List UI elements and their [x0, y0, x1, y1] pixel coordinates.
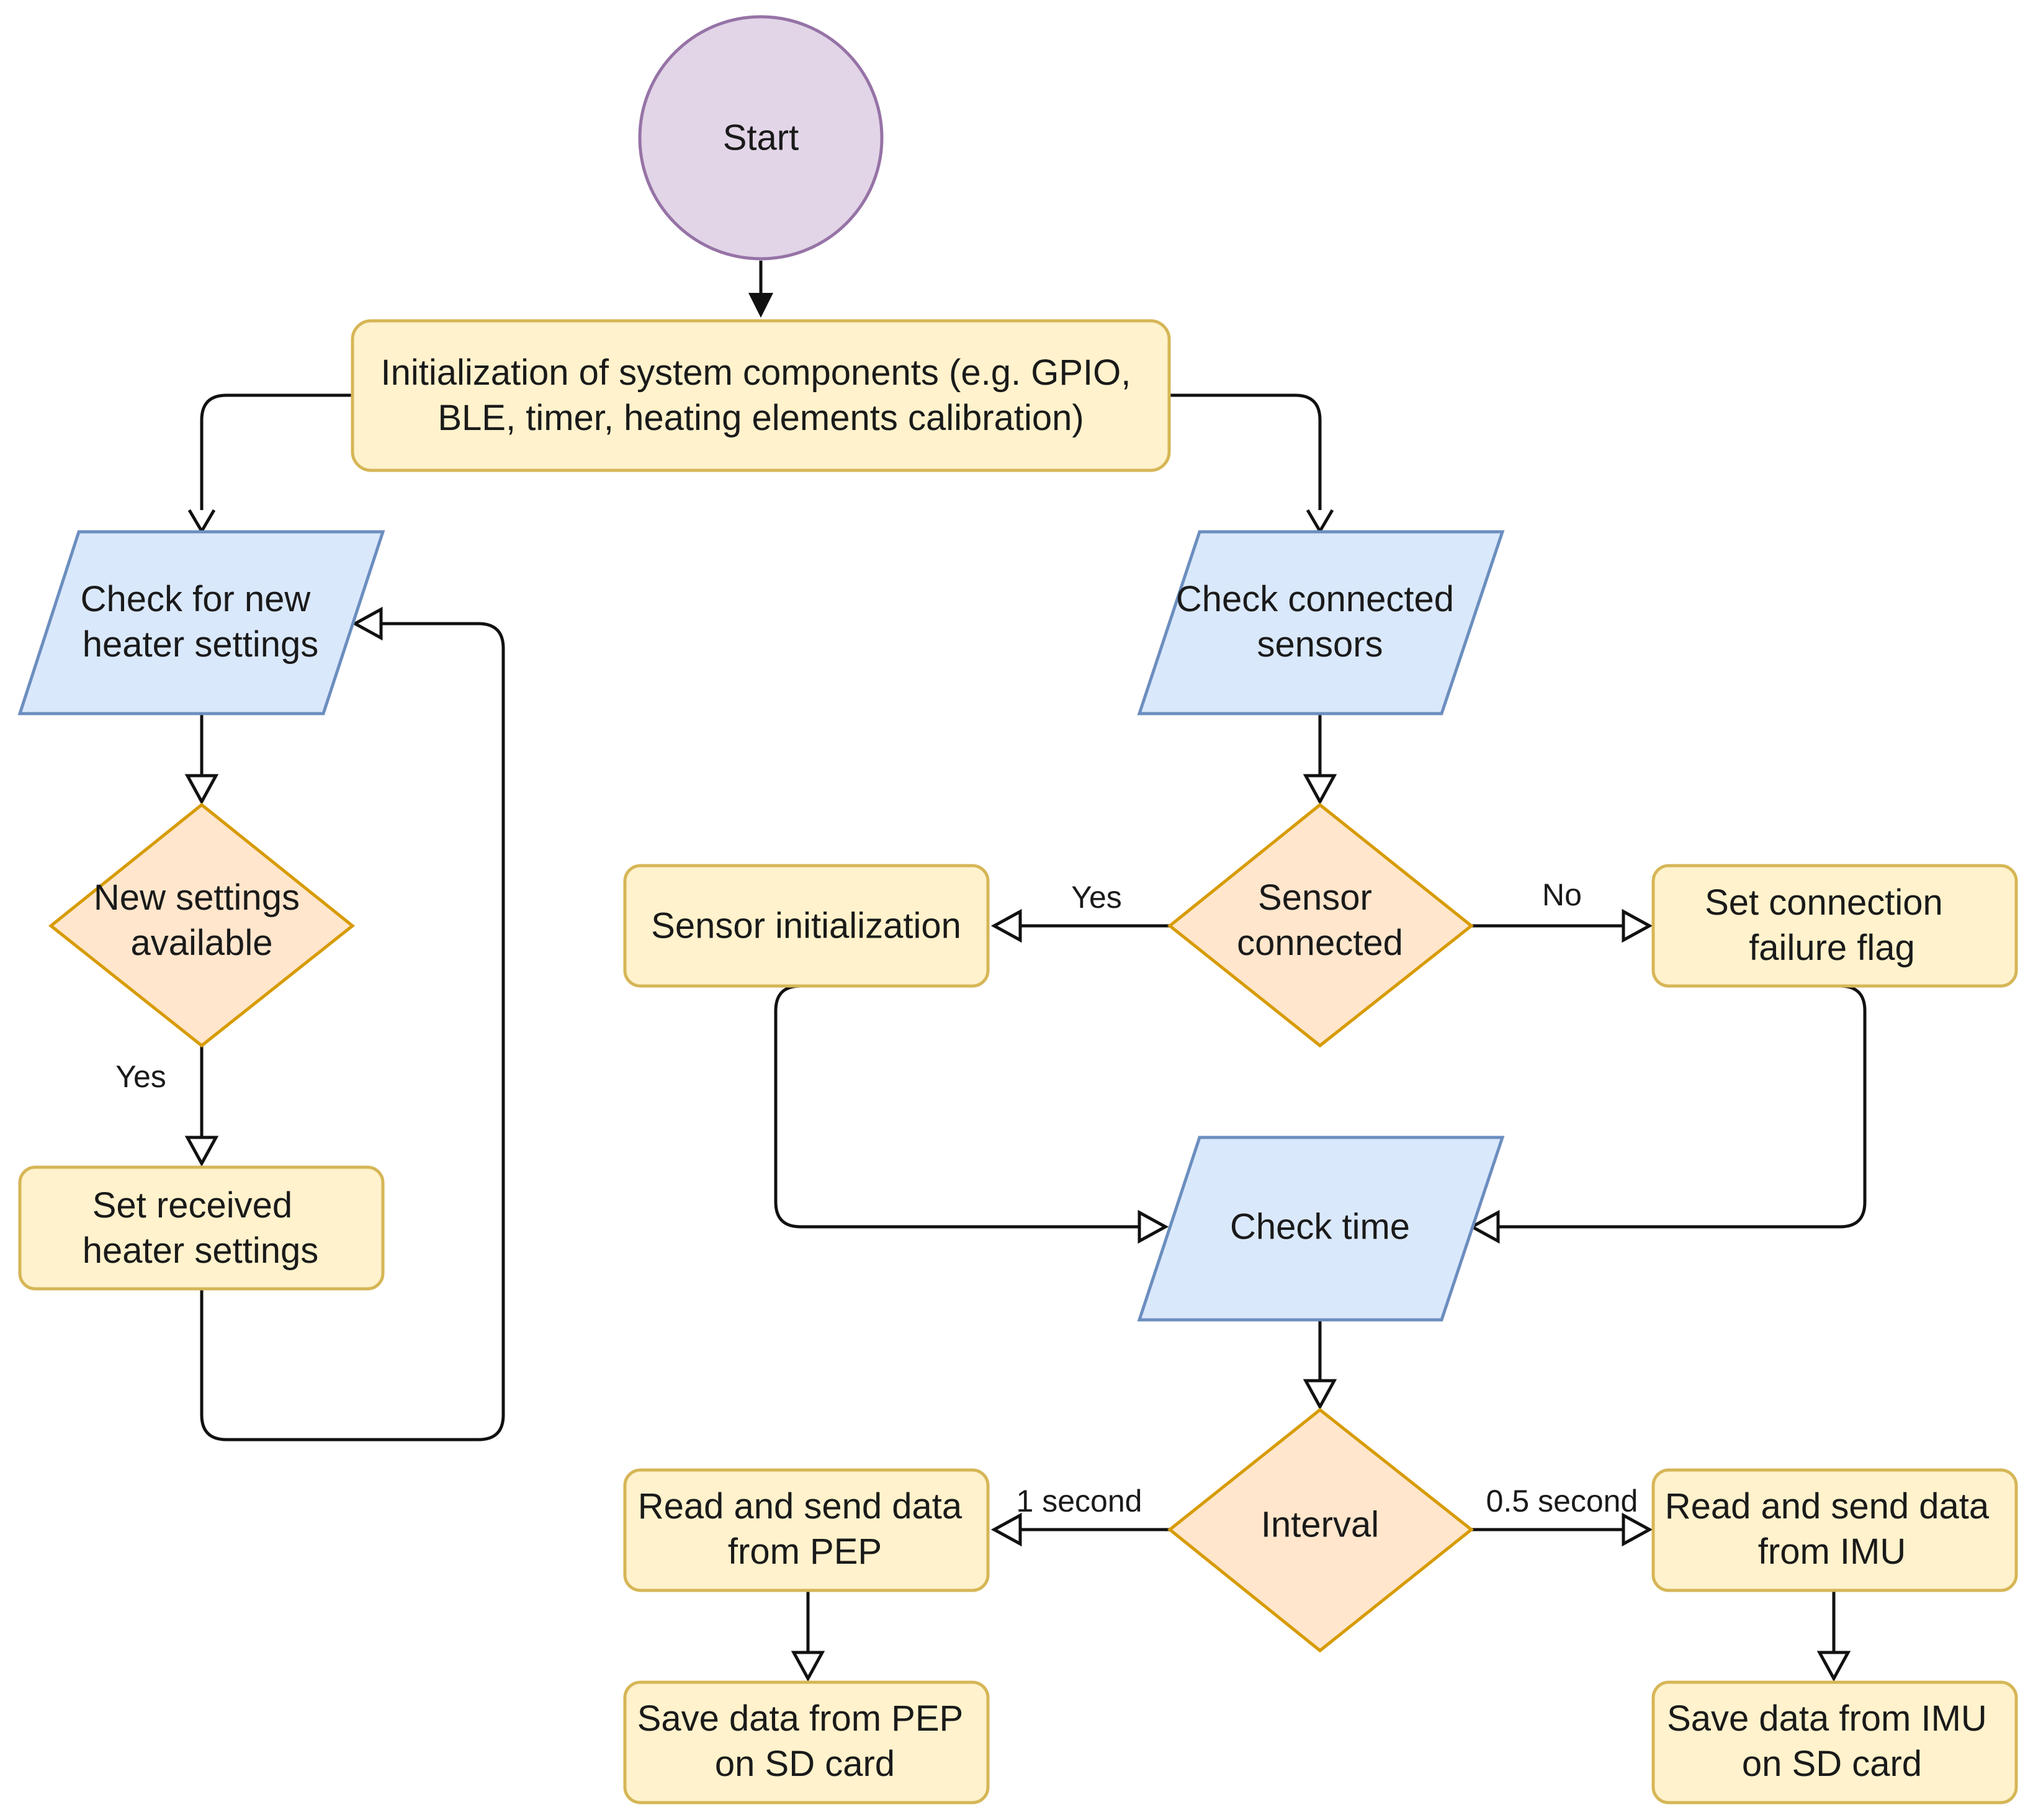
sensor-connected-line1: Sensor [1258, 877, 1372, 918]
edge-label-sensor-yes: Yes [1071, 880, 1122, 915]
arrowhead-check-sensors [1306, 509, 1334, 534]
init-node: Initialization of system components (e.g… [351, 319, 1171, 472]
check-heater-line1: Check for new [81, 579, 312, 619]
check-time-label: Check time [1230, 1207, 1410, 1247]
check-heater-node: Check for new heater settings [17, 530, 385, 715]
check-sensors-line1: Check connected [1176, 579, 1454, 619]
arrowhead-save-imu [1816, 1651, 1851, 1682]
edge-init-to-check-heater [200, 393, 352, 527]
sensor-connected-label: Sensor connected [1237, 877, 1403, 963]
arrowhead-check-time-right [1468, 1209, 1500, 1244]
edge-label-heater-yes: Yes [115, 1059, 166, 1094]
save-imu-line2: on SD card [1742, 1744, 1922, 1784]
arrowhead-read-pep [990, 1512, 1022, 1547]
set-heater-node: Set received heater settings [18, 1165, 385, 1291]
edge-init-to-check-sensors [1169, 393, 1322, 527]
read-pep-line2: from PEP [728, 1531, 882, 1572]
set-failure-line2: failure flag [1749, 928, 1915, 968]
arrowhead-check-time-left [1138, 1209, 1169, 1244]
set-failure-node: Set connection failure flag [1651, 864, 2018, 988]
edge-label-interval-05s: 0.5 second [1486, 1484, 1638, 1518]
set-failure-label: Set connection failure flag [1705, 882, 1953, 968]
arrowhead-loop-back [351, 606, 383, 641]
arrowhead-read-imu [1622, 1512, 1653, 1547]
arrowhead-set-heater [184, 1136, 219, 1167]
check-sensors-node: Check connected sensors [1137, 530, 1505, 715]
set-heater-line2: heater settings [83, 1231, 318, 1271]
arrowhead-sensor-connected [1303, 774, 1337, 805]
arrowheads [184, 509, 1851, 1682]
check-sensors-line2: sensors [1257, 624, 1383, 665]
read-imu-node: Read and send data from IMU [1651, 1468, 2018, 1592]
save-imu-label: Save data from IMU on SD card [1667, 1698, 1997, 1784]
set-heater-line1: Set received [92, 1185, 292, 1226]
arrowhead-sensor-init [990, 908, 1022, 943]
edge-label-sensor-no: No [1542, 877, 1582, 912]
save-imu-line1: Save data from IMU [1667, 1698, 1987, 1739]
new-settings-line1: New settings [94, 877, 300, 918]
check-heater-line2: heater settings [83, 624, 318, 665]
save-pep-line1: Save data from PEP [637, 1698, 963, 1739]
arrowhead-new-settings [184, 774, 219, 805]
set-heater-label: Set received heater settings [83, 1185, 318, 1271]
start-label: Start [723, 118, 799, 158]
edge-labels: Yes Yes No 1 second 0.5 second [115, 877, 1638, 1518]
save-imu-node: Save data from IMU on SD card [1651, 1680, 2018, 1804]
check-heater-label: Check for new heater settings [81, 579, 321, 665]
edge-failure-to-check-time [1496, 984, 1867, 1229]
save-pep-label: Save data from PEP on SD card [637, 1698, 973, 1784]
start-node: Start [638, 15, 884, 261]
interval-label: Interval [1261, 1505, 1379, 1545]
read-imu-line1: Read and send data [1665, 1486, 1990, 1526]
arrowhead-set-failure [1622, 908, 1653, 943]
read-pep-line1: Read and send data [638, 1486, 963, 1526]
edge-set-heater-loop-back [200, 622, 505, 1441]
new-settings-decision: New settings available [48, 802, 356, 1048]
sensor-init-node: Sensor initialization [623, 864, 990, 988]
arrowhead-interval [1303, 1379, 1337, 1410]
check-time-node: Check time [1137, 1136, 1505, 1322]
save-pep-line2: on SD card [715, 1744, 895, 1784]
edge-label-interval-1s: 1 second [1016, 1484, 1142, 1518]
save-pep-node: Save data from PEP on SD card [623, 1680, 990, 1804]
new-settings-label: New settings available [94, 877, 310, 963]
check-sensors-label: Check connected sensors [1176, 579, 1464, 665]
set-failure-line1: Set connection [1705, 882, 1943, 923]
init-label-line2: BLE, timer, heating elements calibration… [438, 398, 1084, 438]
read-pep-node: Read and send data from PEP [623, 1468, 990, 1592]
read-imu-label: Read and send data from IMU [1665, 1486, 1999, 1572]
interval-decision: Interval [1167, 1407, 1474, 1653]
sensor-connected-line2: connected [1237, 923, 1403, 963]
init-label: Initialization of system components (e.g… [381, 352, 1141, 438]
edge-sensor-init-to-check-time [774, 984, 1142, 1229]
init-label-line1: Initialization of system components (e.g… [381, 352, 1131, 393]
sensor-connected-decision: Sensor connected [1167, 802, 1474, 1048]
arrowhead-start-to-init [748, 293, 773, 318]
read-imu-line2: from IMU [1758, 1531, 1906, 1572]
new-settings-line2: available [131, 923, 273, 963]
arrowhead-save-pep [791, 1651, 825, 1682]
read-pep-label: Read and send data from PEP [638, 1486, 972, 1572]
arrowhead-check-heater [187, 509, 216, 534]
sensor-init-label: Sensor initialization [651, 906, 961, 946]
